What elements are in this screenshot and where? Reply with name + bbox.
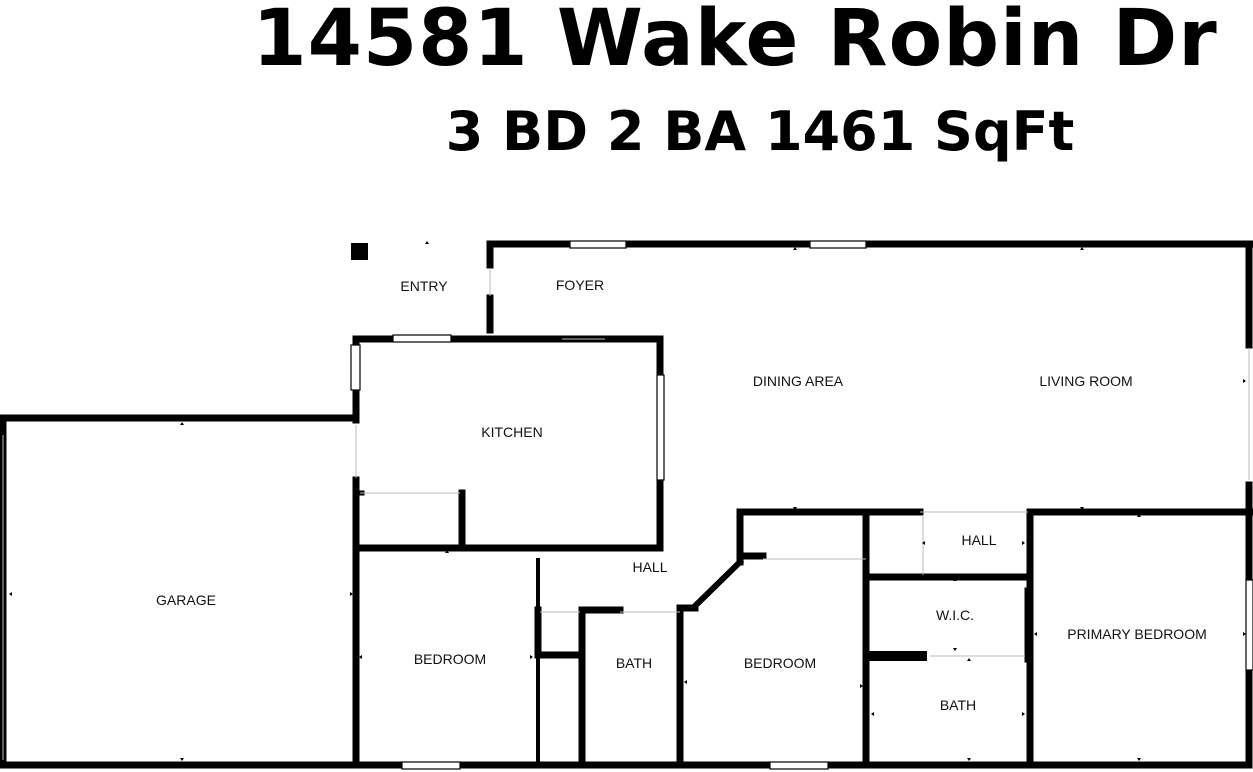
room-label-garage: GARAGE <box>156 592 216 608</box>
room-label-primary-bedroom: PRIMARY BEDROOM <box>1067 626 1207 642</box>
room-label-hall-center: HALL <box>632 559 667 575</box>
room-label-dining-area: DINING AREA <box>753 373 844 389</box>
room-label-entry: ENTRY <box>400 278 448 294</box>
door-openings <box>2 268 1250 760</box>
room-label-bedroom-middle: BEDROOM <box>744 655 816 671</box>
property-summary: 3 BD 2 BA 1461 SqFt <box>445 100 1075 163</box>
walls <box>0 240 1253 769</box>
room-label-foyer: FOYER <box>556 277 604 293</box>
windows <box>350 240 1253 770</box>
room-label-wic: W.I.C. <box>936 607 974 623</box>
room-label-kitchen: KITCHEN <box>481 424 542 440</box>
room-label-bath-left: BATH <box>616 655 652 671</box>
room-label-living-room: LIVING ROOM <box>1039 373 1132 389</box>
room-label-bath-right: BATH <box>940 697 976 713</box>
property-address-title: 14581 Wake Robin Dr <box>252 0 1218 84</box>
room-labels: ENTRY FOYER KITCHEN DINING AREA LIVING R… <box>156 277 1207 713</box>
room-label-bedroom-left: BEDROOM <box>414 651 486 667</box>
entry-post <box>351 243 368 260</box>
dimension-markers <box>9 241 1246 761</box>
room-label-hall-right: HALL <box>961 532 996 548</box>
